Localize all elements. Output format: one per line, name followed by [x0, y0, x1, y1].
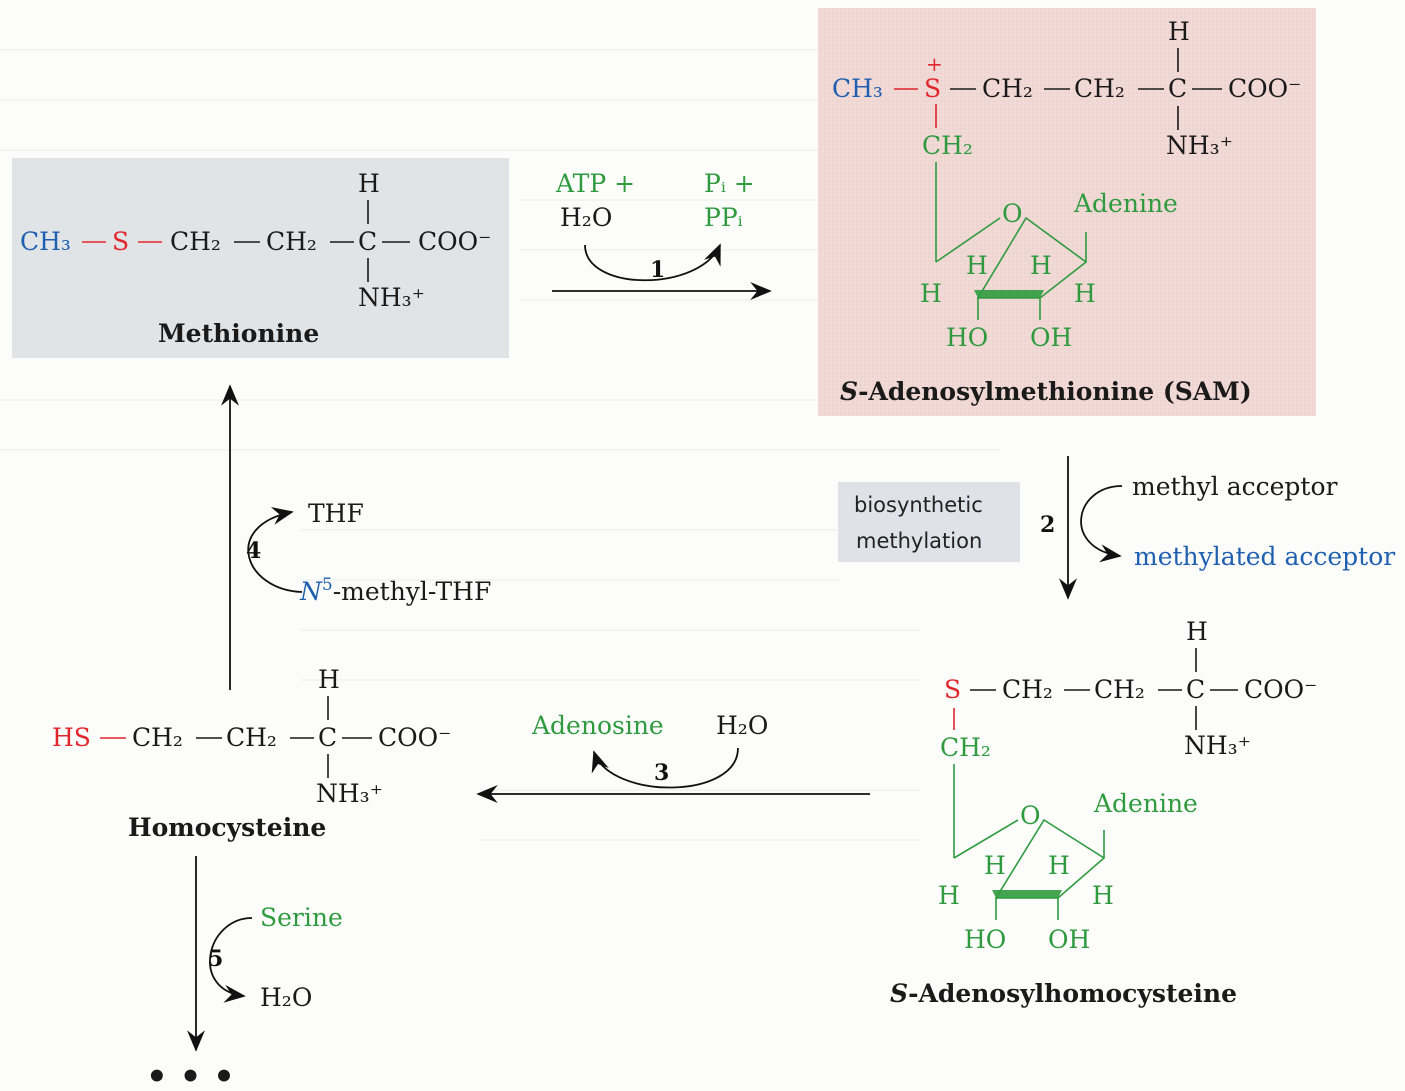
sah-h: H — [1186, 617, 1208, 646]
homocysteine-ch2-a: CH₂ — [132, 723, 183, 752]
sah-ring-h2: H — [1048, 851, 1070, 880]
methylation-label-box — [838, 482, 1020, 562]
step5-h2o: H₂O — [260, 983, 312, 1012]
step2-label-line2: methylation — [856, 529, 982, 553]
sah-ring-h1: H — [984, 851, 1006, 880]
sam-ring-oxygen: O — [1002, 199, 1023, 228]
sah-ho: HO — [964, 925, 1006, 954]
sah-ch2-b: CH₂ — [1094, 675, 1145, 704]
sam-ring-h4: H — [1074, 279, 1096, 308]
sam-sulfur: S — [924, 74, 941, 103]
sam-adenine: Adenine — [1073, 189, 1178, 218]
sah-sulfur: S — [944, 675, 961, 704]
methionine-highlight-box — [12, 158, 509, 358]
methionine-sulfur: S — [112, 227, 129, 256]
methionine-carboxylate: COO⁻ — [418, 227, 491, 256]
sam-ch3: CH₃ — [832, 74, 883, 103]
sam-ho: HO — [946, 323, 988, 352]
sah-oh: OH — [1048, 925, 1090, 954]
step1-ppi: PPᵢ — [704, 203, 743, 232]
sah-adenine: Adenine — [1093, 789, 1198, 818]
homocysteine-ch2-b: CH₂ — [226, 723, 277, 752]
sah-ring-h3: H — [938, 881, 960, 910]
sam-ch2-link: CH₂ — [922, 131, 973, 160]
homocysteine-structure: HS CH₂ CH₂ C COO⁻ H NH₃⁺ Homocysteine — [52, 665, 451, 842]
step4-number: 4 — [246, 538, 261, 564]
methionine-alpha-carbon: C — [358, 227, 377, 256]
step5-serine: Serine — [260, 903, 343, 932]
step2-label-line1: biosynthetic — [854, 493, 983, 517]
sah-alpha-carbon: C — [1186, 675, 1205, 704]
sam-ring-h2: H — [1030, 251, 1052, 280]
sam-sulfonium-charge: + — [926, 52, 943, 76]
step3-curved-arrow — [591, 747, 739, 789]
sam-structure: CH₃ + S CH₂ CH₂ C COO⁻ H NH₃⁺ CH₂ O Aden… — [832, 17, 1301, 406]
sam-alpha-carbon: C — [1168, 74, 1187, 103]
sam-carboxylate: COO⁻ — [1228, 74, 1301, 103]
step2-arrow-group: 2 biosynthetic methylation methyl accept… — [854, 456, 1395, 600]
sah-structure: S CH₂ CH₂ C COO⁻ H NH₃⁺ CH₂ O Adenine H … — [890, 617, 1317, 1008]
step4-arrow-group: 4 THF N5-methyl-THF — [221, 384, 491, 690]
sah-ch2-link: CH₂ — [940, 733, 991, 762]
step4-curved-arrow — [247, 507, 303, 593]
methionine-ch3: CH₃ — [20, 227, 71, 256]
sah-ch2-a: CH₂ — [1002, 675, 1053, 704]
step2-methyl-acceptor: methyl acceptor — [1132, 472, 1338, 501]
sam-amino: NH₃⁺ — [1166, 131, 1233, 160]
sam-ring-h3: H — [920, 279, 942, 308]
step5-curved-arrow — [209, 917, 253, 1003]
step3-adenosine: Adenosine — [531, 711, 664, 740]
homocysteine-carboxylate: COO⁻ — [378, 723, 451, 752]
step1-arrow-group: ATP + H₂O Pᵢ + PPᵢ 1 — [552, 169, 772, 300]
step4-thf: THF — [308, 499, 364, 528]
sah-amino: NH₃⁺ — [1184, 731, 1251, 760]
step3-h2o: H₂O — [716, 711, 768, 740]
step1-curved-arrow — [584, 243, 721, 281]
step3-number: 3 — [654, 760, 669, 786]
step1-h2o: H₂O — [560, 203, 612, 232]
step2-methylated-acceptor: methylated acceptor — [1134, 542, 1395, 571]
step5-arrow-group: 5 Serine H₂O • • • — [146, 856, 343, 1091]
methionine-ch2-a: CH₂ — [170, 227, 221, 256]
sam-highlight-box — [818, 8, 1316, 416]
sam-ring-h1: H — [966, 251, 988, 280]
sam-oh: OH — [1030, 323, 1072, 352]
sam-h: H — [1168, 17, 1190, 46]
step1-pi: Pᵢ + — [704, 169, 755, 198]
sam-ch2-a: CH₂ — [982, 74, 1033, 103]
methionine-h: H — [358, 169, 380, 198]
methionine-ch2-b: CH₂ — [266, 227, 317, 256]
homocysteine-h: H — [318, 665, 340, 694]
homocysteine-name: Homocysteine — [128, 813, 326, 842]
step1-number: 1 — [650, 257, 665, 283]
step2-curved-arrow — [1080, 485, 1123, 563]
sam-ch2-b: CH₂ — [1074, 74, 1125, 103]
homocysteine-amino: NH₃⁺ — [316, 779, 383, 808]
step3-arrow-group: Adenosine H₂O 3 — [476, 711, 870, 803]
sah-carboxylate: COO⁻ — [1244, 675, 1317, 704]
step5-number: 5 — [208, 946, 223, 972]
step1-atp: ATP + — [555, 169, 635, 198]
methionine-structure: CH₃ S CH₂ CH₂ C COO⁻ H NH₃⁺ Methionine — [20, 169, 491, 348]
homocysteine-alpha-carbon: C — [318, 723, 337, 752]
pathway-continuation: • • • — [146, 1057, 235, 1091]
methionine-amino: NH₃⁺ — [358, 283, 425, 312]
sah-ring-h4: H — [1092, 881, 1114, 910]
homocysteine-thiol: HS — [52, 723, 91, 752]
sah-name: S-Adenosylhomocysteine — [890, 979, 1237, 1008]
sam-name: S-Adenosylmethionine (SAM) — [840, 377, 1252, 406]
step2-number: 2 — [1040, 512, 1055, 538]
sah-ring-oxygen: O — [1020, 801, 1041, 830]
methionine-name: Methionine — [158, 319, 319, 348]
step4-methyl-thf: N5-methyl-THF — [299, 575, 491, 606]
